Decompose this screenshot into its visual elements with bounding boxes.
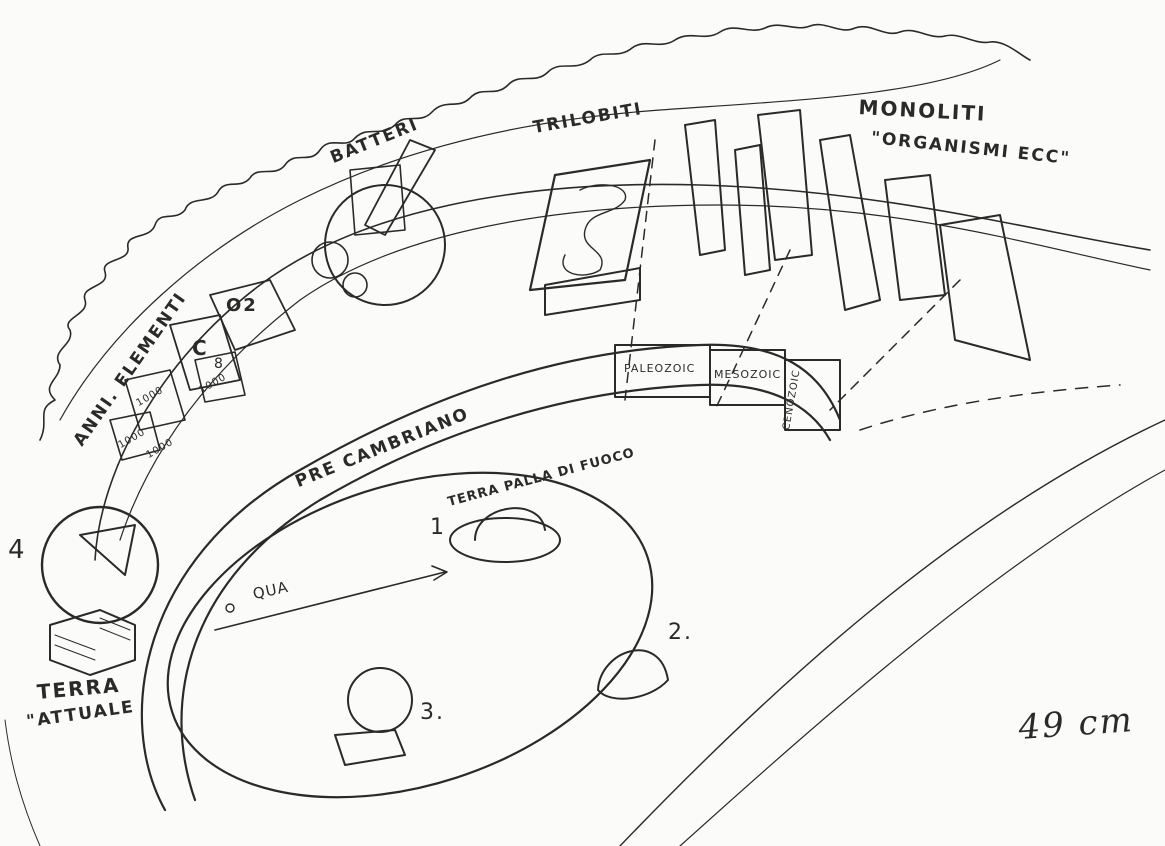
qua-start-dot <box>225 603 235 613</box>
monolith-1 <box>684 119 726 256</box>
monolith-3 <box>757 109 813 261</box>
bacteria-tube <box>364 139 436 236</box>
bacteria-sphere <box>324 184 446 306</box>
ground-line-1 <box>619 419 1165 846</box>
sphere-3 <box>347 667 413 733</box>
dashed-line-2 <box>714 249 791 411</box>
element-card-a <box>124 369 186 431</box>
precambrian-band-inner <box>180 383 832 802</box>
fireball-earth <box>474 507 546 541</box>
element-card-c2 <box>194 351 246 403</box>
element-8-label: 8 <box>214 356 224 372</box>
element-card-b <box>109 411 161 461</box>
outer-path-edge <box>94 183 1151 561</box>
sphere-3-base <box>334 729 406 766</box>
trilobite-base <box>544 267 641 316</box>
trilobite-panel <box>528 158 652 292</box>
earth-base-hatch <box>54 617 131 661</box>
trilobite-fossil <box>562 184 627 276</box>
ground-line-2 <box>679 469 1165 846</box>
qua-arrowhead <box>431 565 448 581</box>
element-card-c <box>169 314 241 391</box>
ground-line-3 <box>4 719 41 846</box>
element-c-label: C <box>192 336 209 360</box>
precambrian-band-outer <box>140 343 842 812</box>
vegetation-outline <box>39 23 1031 441</box>
marker-2: 2. <box>668 620 693 645</box>
qua-arrow <box>214 571 446 631</box>
marker-4: 4 <box>8 535 27 565</box>
element-o2-label: O2 <box>226 295 258 316</box>
dashed-line-3 <box>829 279 961 411</box>
inner-oval <box>166 471 654 799</box>
era-label-mesozoic: MESOZOIC <box>714 368 782 381</box>
outer-path-edge-2 <box>119 204 1151 541</box>
monolith-5 <box>884 174 946 301</box>
earth-globe-cutout <box>79 524 136 576</box>
marker-1: 1 <box>430 515 446 540</box>
monolith-6 <box>939 214 1031 361</box>
era-label-paleozoic: PALEOZOIC <box>624 362 696 375</box>
dashed-line-4 <box>859 384 1121 431</box>
monolith-4 <box>819 134 881 311</box>
vegetation-inner <box>59 59 1001 421</box>
bacteria-small-2 <box>342 272 368 298</box>
measure-label: 49 cm <box>1017 700 1136 748</box>
fireball-platform <box>449 517 561 563</box>
earth-base <box>49 609 136 676</box>
hemisphere-2 <box>597 649 669 700</box>
element-card-o2 <box>209 279 296 351</box>
era-box-cenozoic <box>784 359 841 431</box>
marker-3: 3. <box>420 700 445 725</box>
monolith-2 <box>734 144 771 276</box>
bacteria-block <box>349 164 406 236</box>
earth-globe-current <box>40 505 160 625</box>
bacteria-small-1 <box>311 241 349 279</box>
